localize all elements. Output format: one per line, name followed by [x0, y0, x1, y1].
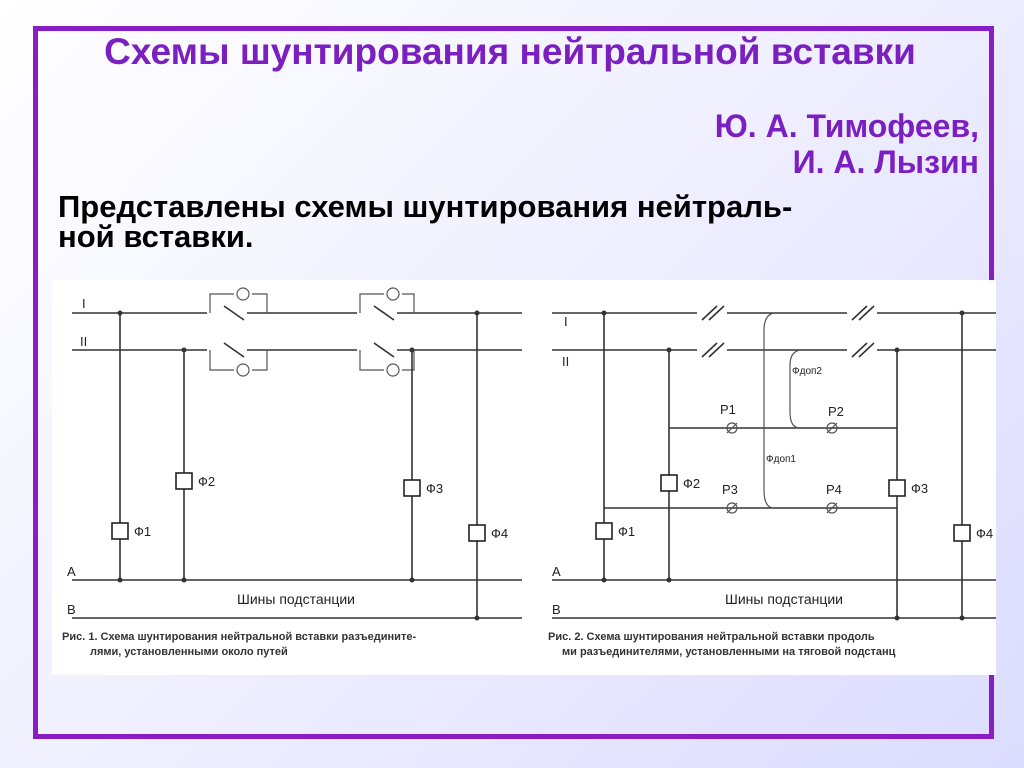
fig1-f1-box: [111, 522, 129, 540]
fig1-bypass-2: [359, 293, 415, 313]
fig1-label-ii: II: [80, 334, 87, 349]
fig2-label-p3: P3: [722, 482, 738, 497]
fig2-label-p1: P1: [720, 402, 736, 417]
fig2-node: [894, 615, 900, 621]
fig2-relay-p1-mark: [726, 422, 738, 434]
fig2-node: [666, 347, 672, 353]
fig1-caption-2: лями, установленными около путей: [90, 646, 288, 658]
fig1-bypass-3: [209, 350, 268, 371]
fig2-fdop2-line: [789, 349, 801, 429]
fig2-relay-p3-mark: [726, 502, 738, 514]
fig1-node: [117, 577, 123, 583]
fig2-relay-p3: [726, 502, 738, 514]
figure-1: I II A B Ф1 Ф2 Ф3 Ф4 Шины подстанции Рис…: [62, 287, 522, 658]
figure-panel: I II A B Ф1 Ф2 Ф3 Ф4 Шины подстанции Рис…: [52, 280, 996, 675]
fig2-f4-box: [953, 524, 971, 542]
fig1-f2-box: [175, 472, 193, 490]
fig1-bypass-relay-4: [386, 363, 400, 377]
description-line-1: Представлены схемы шунтирования нейтраль…: [58, 189, 793, 224]
fig2-caption-2: ми разъединителями, установленными на тя…: [562, 646, 896, 658]
fig2-label-fdop2: Фдоп2: [792, 366, 822, 377]
fig1-line-i: [72, 305, 522, 321]
fig1-node: [117, 310, 123, 316]
fig1-bus-label: Шины подстанции: [237, 591, 355, 607]
fig1-node: [181, 577, 187, 583]
fig2-caption-1: Рис. 2. Схема шунтирования нейтральной в…: [548, 631, 875, 643]
fig1-label-f3: Ф3: [426, 481, 443, 496]
fig2-relay-p4-mark: [826, 502, 838, 514]
fig1-caption-1: Рис. 1. Схема шунтирования нейтральной в…: [62, 631, 416, 643]
fig1-f3-box: [403, 479, 421, 497]
fig2-node: [894, 347, 900, 353]
fig1-bypass-relay-2: [386, 287, 400, 301]
fig2-node: [959, 310, 965, 316]
fig2-label-ii: II: [562, 354, 569, 369]
fig2-f3-box: [888, 479, 906, 497]
fig1-node: [181, 347, 187, 353]
fig2-f2-box: [660, 474, 678, 492]
fig2-relay-p4: [826, 502, 838, 514]
fig1-bypass-relay-1: [236, 287, 250, 301]
description: Представлены схемы шунтирования нейтраль…: [58, 189, 988, 254]
fig2-label-i: I: [564, 314, 568, 329]
fig1-label-b: B: [67, 602, 76, 617]
fig2-relay-p2-mark: [826, 422, 838, 434]
author-2: И. А. Лызин: [792, 144, 979, 180]
fig1-label-f4: Ф4: [491, 526, 508, 541]
figure-2: I II A B Ф1 Ф2 Ф3 Ф4 P1 P2 P3 P4 Фдоп2 Ф…: [548, 305, 996, 658]
fig2-bus-label: Шины подстанции: [725, 591, 843, 607]
description-line-2: ной вставки.: [58, 219, 254, 254]
fig2-line-i: [552, 305, 996, 321]
fig2-label-b: B: [552, 602, 561, 617]
fig2-relay-p2: [826, 422, 838, 434]
fig1-label-f2: Ф2: [198, 474, 215, 489]
fig2-node: [666, 577, 672, 583]
fig1-node: [409, 577, 415, 583]
fig1-label-f1: Ф1: [134, 524, 151, 539]
fig1-bypass-4: [359, 350, 415, 371]
fig2-label-p4: P4: [826, 482, 842, 497]
fig1-bypass-relay-3: [236, 363, 250, 377]
fig2-f1-box: [595, 522, 613, 540]
circuit-diagrams: I II A B Ф1 Ф2 Ф3 Ф4 Шины подстанции Рис…: [62, 287, 996, 658]
fig2-label-f2: Ф2: [683, 476, 700, 491]
author-1: Ю. А. Тимофеев,: [714, 108, 979, 144]
fig1-label-i: I: [82, 296, 86, 311]
fig2-node: [959, 615, 965, 621]
fig2-label-f3: Ф3: [911, 481, 928, 496]
fig2-label-a: A: [552, 564, 561, 579]
fig1-line-ii: [72, 342, 522, 358]
authors: Ю. А. Тимофеев, И. А. Лызин: [459, 108, 979, 180]
fig2-node: [601, 577, 607, 583]
fig2-fdop1-line: [763, 312, 775, 509]
fig2-label-fdop1: Фдоп1: [766, 454, 796, 465]
fig1-f4-box: [468, 524, 486, 542]
slide-title: Схемы шунтирования нейтральной вставки: [104, 31, 916, 72]
fig2-relay-p1: [726, 422, 738, 434]
fig2-label-f1: Ф1: [618, 524, 635, 539]
fig1-label-a: A: [67, 564, 76, 579]
fig1-node: [409, 347, 415, 353]
fig2-line-ii: [552, 342, 996, 358]
fig2-node: [601, 310, 607, 316]
fig2-label-p2: P2: [828, 404, 844, 419]
fig2-label-f4: Ф4: [976, 526, 993, 541]
fig1-node: [474, 310, 480, 316]
fig1-node: [474, 615, 480, 621]
fig1-bypass-1: [209, 293, 268, 313]
